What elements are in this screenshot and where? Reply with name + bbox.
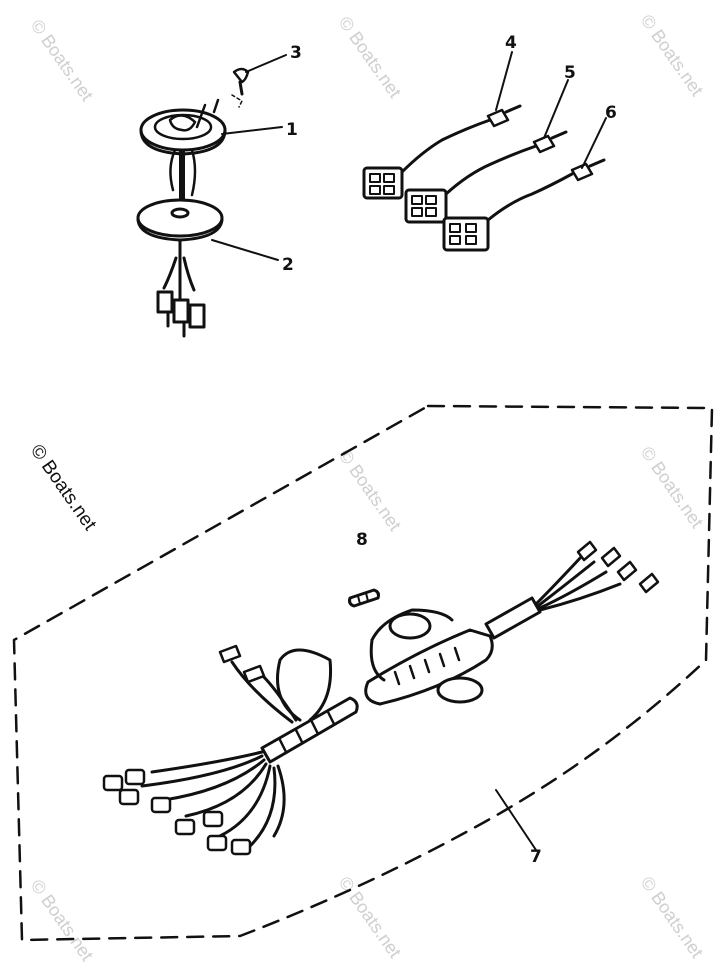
watermarks: © Boats.net © Boats.net © Boats.net © Bo…	[26, 11, 707, 965]
watermark-bottom-right: © Boats.net	[637, 873, 707, 962]
part-4-lead	[362, 104, 522, 200]
watermark-mid-right: © Boats.net	[637, 443, 707, 532]
watermark-bottom-left: © Boats.net	[27, 876, 97, 965]
part-3-screw	[231, 67, 250, 108]
callout-4: 4	[505, 33, 517, 53]
watermark-top-right: © Boats.net	[637, 11, 707, 100]
leader-lines	[211, 51, 607, 851]
callout-5: 5	[564, 63, 576, 83]
part-5-lead	[404, 130, 568, 224]
callout-1: 1	[286, 120, 298, 140]
part-8-connector	[348, 588, 380, 608]
callout-2: 2	[282, 255, 294, 275]
watermark-top-left: © Boats.net	[27, 16, 97, 105]
callouts: 1 2 3 4 5 6 7 8	[282, 33, 617, 867]
part-7-boundary	[12, 404, 714, 942]
callout-8: 8	[356, 530, 368, 550]
watermark-mid-center: © Boats.net	[335, 446, 405, 535]
watermark-bottom-center: © Boats.net	[335, 873, 405, 962]
part-6-lead	[442, 158, 606, 252]
part-7-harness	[102, 540, 660, 856]
callout-3: 3	[290, 43, 302, 63]
part-2-bracket	[136, 198, 224, 338]
watermark-top-center: © Boats.net	[335, 13, 405, 102]
callout-6: 6	[605, 103, 617, 123]
callout-7: 7	[530, 847, 542, 867]
watermark-dark-left: © Boats.net	[26, 441, 101, 535]
part-1-buzzer	[139, 98, 227, 210]
